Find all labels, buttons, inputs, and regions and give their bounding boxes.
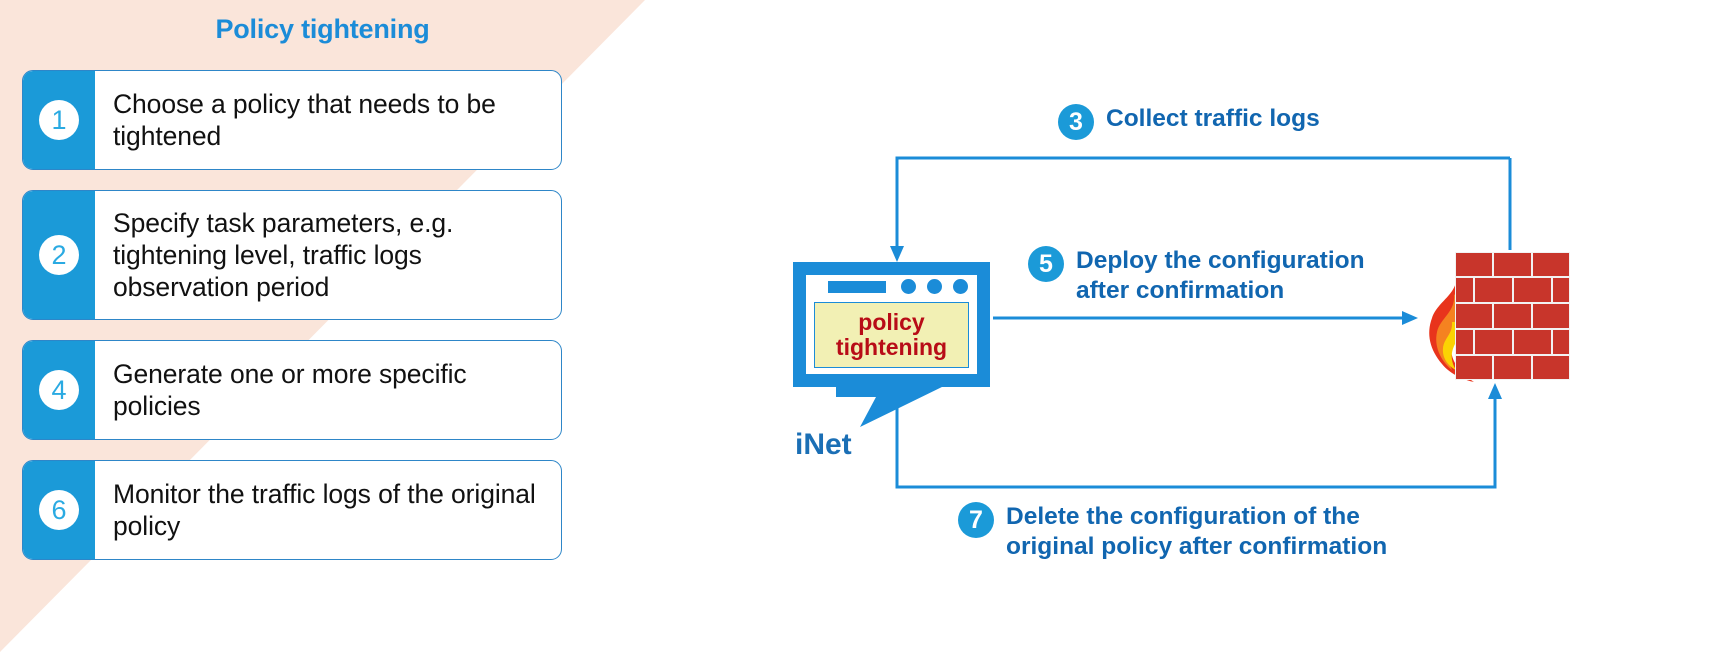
step-card-2-number-tab: 2 [23,191,95,319]
monitor-dot-icon [953,279,968,294]
diagram-step-3-badge: 3 [1058,104,1094,140]
firewall-icon [1455,252,1570,380]
page-title: Policy tightening [215,14,430,44]
monitor-title-bar-icon [828,281,886,293]
step-card-4-badge: 4 [39,370,79,410]
step-card-6[interactable]: 6 Monitor the traffic logs of the origin… [22,460,562,560]
step-card-1-number-tab: 1 [23,71,95,169]
diagram-step-7: 7 Delete the configuration of the origin… [958,502,1387,562]
monitor-dot-icon [901,279,916,294]
diagram-step-7-badge: 7 [958,502,994,538]
monitor-screen-line-1: policy [858,309,925,336]
step-card-6-badge: 6 [39,490,79,530]
step-card-1-badge: 1 [39,100,79,140]
diagram-step-3: 3 Collect traffic logs [1058,104,1320,140]
diagram-step-5-badge: 5 [1028,246,1064,282]
step-card-4[interactable]: 4 Generate one or more specific policies [22,340,562,440]
step-card-6-number-tab: 6 [23,461,95,559]
step-card-4-number-tab: 4 [23,341,95,439]
diagram-step-5: 5 Deploy the configuration after confirm… [1028,246,1365,306]
diagram-step-3-label: Collect traffic logs [1106,105,1320,132]
monitor-screen-line-2: tightening [835,334,948,360]
step-card-1-label: Choose a policy that needs to be tighten… [113,88,496,151]
step-card-2-badge: 2 [39,235,79,275]
monitor-dot-icon [927,279,942,294]
speech-bubble-tail-icon [836,385,946,427]
step-card-6-label: Monitor the traffic logs of the original… [113,478,536,541]
step-card-4-label: Generate one or more specific policies [113,358,467,421]
step-card-2-label: Specify task parameters, e.g. tightening… [113,207,454,303]
diagram-step-5-label: Deploy the configuration after confirmat… [1076,247,1365,304]
step-card-1[interactable]: 1 Choose a policy that needs to be tight… [22,70,562,170]
step-card-2[interactable]: 2 Specify task parameters, e.g. tighteni… [22,190,562,320]
inet-label: iNet [795,428,852,461]
monitor-screen: policy tightening [814,302,969,368]
diagram-step-7-label: Delete the configuration of the original… [1006,503,1388,560]
